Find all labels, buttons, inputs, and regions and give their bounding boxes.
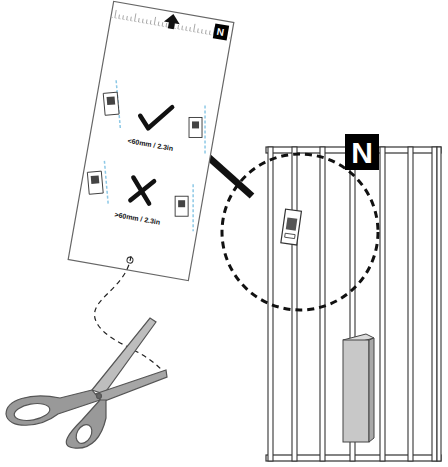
gate-bar (292, 147, 297, 461)
ruler-tick (135, 13, 136, 21)
clip-good-right-part (204, 105, 206, 155)
ruler-tick (166, 23, 168, 27)
ruler-tick (126, 16, 128, 20)
clip-good-right-part (189, 117, 202, 137)
clip-bad-right (175, 184, 193, 231)
ruler-tick (158, 22, 160, 26)
ruler-tick (194, 24, 195, 32)
cross-mark-part (130, 178, 154, 204)
north-tag: N (212, 23, 228, 40)
ruler-tick (130, 17, 132, 21)
clip-bad-left-part (104, 161, 108, 206)
up-arrow (163, 13, 181, 31)
clip-good-left (102, 80, 120, 131)
gate-bar (432, 147, 437, 461)
scissors (6, 318, 167, 448)
text-slot: <60mm / 2.3in (89, 123, 212, 162)
clip-good-right-part (192, 121, 199, 128)
up-arrow-part (168, 21, 175, 29)
ruler-tick (146, 19, 148, 23)
ruler-tick (181, 26, 183, 30)
clip-bad-left-part (87, 171, 103, 194)
clip-bad-left (86, 161, 108, 207)
card-drawing (68, 1, 234, 280)
ruler-tick (150, 20, 152, 24)
gate-post (437, 147, 441, 461)
clip-bad-right-part (192, 184, 194, 231)
ruler-tick (138, 18, 140, 22)
sensor-clip (281, 209, 302, 245)
ruler-tick (201, 29, 203, 33)
ruler-tick (189, 27, 191, 31)
clip-bad-right-part (178, 200, 185, 207)
sensor-clip-part (286, 217, 298, 230)
clip-good-left-part (107, 96, 116, 105)
gate-bar (320, 147, 325, 461)
ruler-tick (205, 30, 207, 34)
control-box (343, 334, 374, 442)
ruler-tick (115, 10, 116, 18)
ruler-tick (142, 19, 144, 23)
clip-bad-right-part (175, 196, 188, 216)
scissors-part (66, 400, 106, 448)
gate (266, 147, 441, 461)
ruler-tick (122, 15, 124, 19)
scissors-part (13, 401, 51, 423)
ruler-tick (209, 31, 211, 35)
ruler-tick (197, 28, 199, 32)
good-distance: <60mm / 2.3in (127, 137, 174, 153)
north-letter: N (216, 26, 225, 38)
cut-line (95, 256, 168, 378)
scissors-part (97, 394, 102, 399)
cross-mark (129, 177, 154, 203)
gate-bar (408, 147, 413, 461)
sensor-clip-part (285, 233, 295, 238)
gate-bar (380, 147, 385, 461)
highlight-circle (222, 154, 378, 310)
check-mark (138, 102, 172, 132)
control-box-part (343, 340, 369, 442)
cross-mark-part (129, 177, 153, 203)
clip-good-left-part (103, 92, 119, 115)
clip-bad-left-part (91, 175, 100, 184)
scissors-part (95, 370, 167, 402)
ruler-tick (118, 15, 120, 19)
bad-distance: >60mm / 2.3in (114, 211, 161, 227)
ruler-tick (154, 17, 155, 25)
north-letter: N (351, 136, 373, 169)
sensor-clip-part (281, 209, 302, 245)
ruler-ticks (115, 10, 227, 37)
control-box-part (369, 338, 374, 442)
ruler-tick (177, 25, 179, 29)
scissors-part (73, 422, 95, 446)
clip-good-right (189, 105, 205, 155)
text-slot: >60mm / 2.3in (76, 196, 199, 235)
gate-bars (268, 147, 441, 461)
north-label: N (345, 134, 379, 170)
instruction-card: <60mm / 2.3in >60mm / 2.3in N (68, 1, 234, 280)
card-outline (68, 1, 234, 280)
ruler-tick (162, 22, 164, 26)
ruler-tick (185, 26, 187, 30)
